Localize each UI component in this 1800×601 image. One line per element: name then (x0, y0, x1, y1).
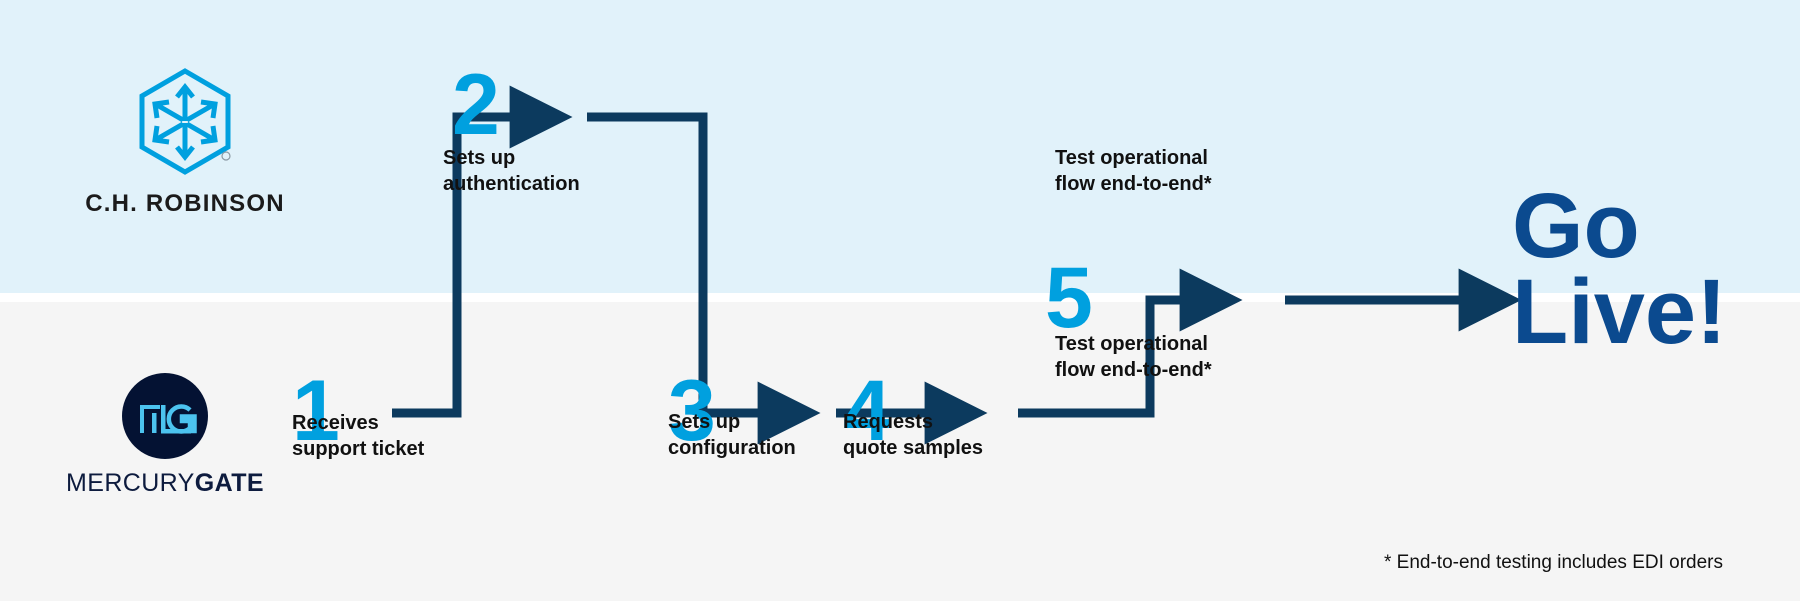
footnote-text: * End-to-end testing includes EDI orders (1384, 552, 1724, 573)
mercurygate-wordmark-light: MERCURY (66, 469, 195, 497)
step-number-2: 2 (452, 57, 500, 153)
step-number-5: 5 (1045, 250, 1093, 346)
step-number-1: 1 (292, 363, 340, 459)
step-number-4: 4 (843, 363, 891, 459)
mg-monogram-icon (122, 373, 208, 459)
mercurygate-wordmark-bold: GATE (194, 469, 264, 497)
mercurygate-lane-band (0, 302, 1800, 601)
go-live-outcome: Go Live! (1512, 175, 1727, 363)
mercurygate-wordmark: MERCURYGATE (40, 469, 290, 498)
step-label-2: Sets up authentication (443, 147, 580, 195)
ch-robinson-wordmark: C.H. ROBINSON (85, 190, 285, 217)
step-label-1: Receives support ticket (292, 412, 425, 460)
step-label-3: Sets up configuration (668, 411, 796, 459)
mercurygate-logo: MERCURYGATE (40, 373, 290, 498)
hexagon-six-arrow-icon (139, 68, 231, 175)
step-number-3: 3 (668, 363, 716, 459)
step-label-5-bottom: Test operational flow end-to-end* (1055, 333, 1212, 381)
chrobinson-lane-band (0, 0, 1800, 293)
ch-robinson-logo: C.H. ROBINSON (60, 68, 310, 218)
step-label-4: Requests quote samples (843, 411, 984, 459)
step-label-5-top: Test operational flow end-to-end* (1055, 147, 1212, 195)
